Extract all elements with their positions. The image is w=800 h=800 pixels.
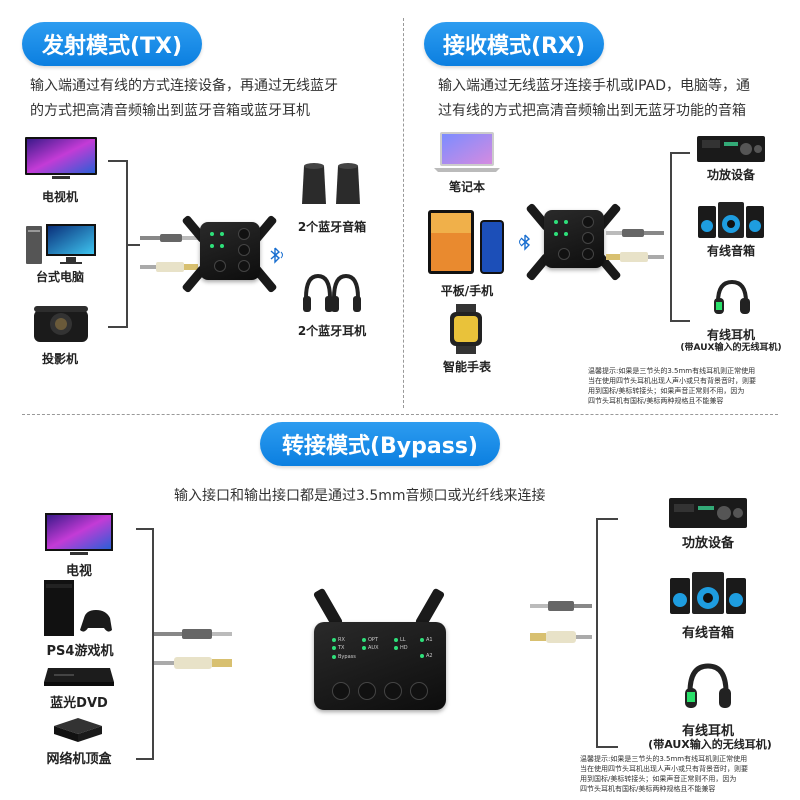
bypass-input-bracket [152, 528, 154, 760]
tv-image [24, 136, 98, 182]
projector-image [28, 304, 94, 346]
bluetooth-headphones-image [302, 272, 362, 316]
tx-bracket-mid [126, 244, 140, 246]
rx-output-bracket [670, 152, 672, 322]
ps4-image [40, 578, 116, 638]
device-label-rx: RX [338, 637, 345, 643]
section-divider-vertical [403, 18, 404, 408]
rx-output-label-amplifier: 功放设备 [706, 168, 755, 182]
rx-aux-cable-icon [606, 226, 666, 238]
bluray-dvd-image [42, 664, 116, 690]
rx-receiver-device [525, 202, 622, 282]
bypass-note-line1: 温馨提示:如果是三节头的3.5mm有线耳机则正常使用 [580, 755, 748, 763]
rx-note-line4: 四节头耳机有国标/美标两种规格且不能兼容 [588, 397, 724, 405]
aux-cable-icon [140, 231, 200, 243]
device-label-a2: A2 [426, 653, 433, 659]
bypass-output-label-headphones: 有线耳机 [681, 724, 734, 739]
desktop-pc-image [24, 222, 98, 266]
device-label-aux: AUX [368, 645, 379, 651]
rx-tip-note: 温馨提示:如果是三节头的3.5mm有线耳机则正常使用 当在使用四节头耳机出现人声… [588, 366, 788, 406]
device-label-bypass: Bypass [338, 654, 356, 660]
bypass-mode-title: 转接模式(Bypass) [260, 422, 500, 466]
bypass-input-label-stb: 网络机顶盒 [46, 752, 112, 767]
tx-bracket-top [108, 160, 128, 162]
rx-optical-cable-icon [606, 250, 666, 264]
rx-bluetooth-icon [514, 233, 534, 251]
rx-note-line3: 用到国标/美标转接头；如果声音正常则不用，因为 [588, 387, 745, 395]
rx-input-label-tablet: 平板/手机 [440, 284, 494, 298]
bluetooth-speakers-image [300, 160, 364, 208]
smartwatch-image [446, 304, 486, 354]
bypass-tip-note: 温馨提示:如果是三节头的3.5mm有线耳机则正常使用 当在使用四节头耳机出现人声… [580, 754, 790, 794]
rx-bracket-top [670, 152, 690, 154]
optical-cable-icon [140, 260, 200, 274]
tx-description: 输入端通过有线的方式连接设备，再通过无线蓝牙 的方式把高清音频输出到蓝牙音箱或蓝… [30, 74, 400, 124]
bypass-note-line2: 当在使用四节头耳机出现人声小或只有背景音时，则要 [580, 765, 748, 773]
device-label-hd: HD [400, 645, 408, 651]
bypass-out-bracket-top [596, 518, 618, 520]
amplifier-image [696, 134, 766, 164]
tx-desc-line2: 的方式把高清音频输出到蓝牙音箱或蓝牙耳机 [30, 103, 310, 119]
bluetooth-icon [266, 246, 286, 264]
bypass-input-label-ps4: PS4游戏机 [46, 644, 114, 659]
bypass-speakers-image [668, 570, 748, 616]
section-divider-horizontal [22, 414, 778, 415]
tablet-phone-image [426, 208, 508, 276]
device-button-2 [358, 682, 376, 700]
device-label-opt: OPT [368, 637, 379, 643]
tx-bracket-bottom [108, 326, 128, 328]
device-label-ll: LL [400, 637, 406, 643]
tx-input-label-tv: 电视机 [41, 190, 78, 204]
rx-output-label-speakers: 有线音箱 [706, 244, 755, 258]
bypass-input-label-dvd: 蓝光DVD [50, 696, 108, 711]
bypass-tv-image [44, 512, 114, 558]
rx-note-line1: 温馨提示:如果是三节头的3.5mm有线耳机则正常使用 [588, 367, 756, 375]
wired-headphones-image [712, 278, 752, 318]
rx-bracket-bottom [670, 320, 690, 322]
wired-speakers-image [696, 200, 766, 240]
rx-output-label-headphones: 有线耳机 [706, 328, 755, 342]
tx-mode-title: 发射模式(TX) [22, 22, 202, 66]
bypass-headphones-image [684, 662, 732, 714]
tx-desc-line1: 输入端通过有线的方式连接设备，再通过无线蓝牙 [30, 78, 338, 94]
device-button-3 [384, 682, 402, 700]
bypass-optical-cable-icon [154, 654, 234, 672]
laptop-image [432, 130, 502, 174]
bypass-note-line3: 用到国标/美标转接头；如果声音正常则不用，因为 [580, 775, 737, 783]
bypass-description: 输入接口和输出接口都是通过3.5mm音频口或光纤线来连接 [174, 488, 546, 504]
rx-input-label-watch: 智能手表 [442, 360, 491, 374]
set-top-box-image [50, 716, 106, 744]
tx-output-label-headphones: 2个蓝牙耳机 [297, 324, 367, 338]
bypass-note-line4: 四节头耳机有国标/美标两种规格且不能兼容 [580, 785, 716, 793]
rx-mode-title: 接收模式(RX) [424, 22, 604, 66]
bypass-headphone-sub-label: (带AUX输入的无线耳机) [648, 738, 772, 751]
bypass-output-optical-cable-icon [530, 628, 592, 646]
bypass-output-bracket [596, 518, 598, 748]
tx-transmitter-device [181, 214, 278, 294]
tx-input-label-projector: 投影机 [41, 352, 78, 366]
device-button-1 [332, 682, 350, 700]
rx-description: 输入端通过无线蓝牙连接手机或IPAD，电脑等，通 过有线的方式把高清音频输出到无… [438, 74, 788, 124]
bypass-output-label-speakers: 有线音箱 [681, 626, 734, 641]
bypass-input-label-tv: 电视 [65, 564, 92, 579]
device-label-tx: TX [338, 645, 345, 651]
bypass-out-bracket-bottom [596, 746, 618, 748]
bypass-aux-cable-icon [154, 626, 234, 642]
tx-output-label-speakers: 2个蓝牙音箱 [297, 220, 367, 234]
bypass-output-aux-cable-icon [530, 598, 592, 614]
bypass-bracket-bottom [136, 758, 154, 760]
rx-headphone-sub-label: (带AUX输入的无线耳机) [680, 343, 782, 353]
bypass-bracket-top [136, 528, 154, 530]
rx-note-line2: 当在使用四节头耳机出现人声小或只有背景音时，则要 [588, 377, 756, 385]
tx-input-label-pc: 台式电脑 [35, 270, 84, 284]
bypass-amplifier-image [668, 496, 748, 530]
device-button-4 [410, 682, 428, 700]
rx-input-label-laptop: 笔记本 [448, 180, 485, 194]
bypass-output-label-amplifier: 功放设备 [681, 536, 734, 551]
rx-desc-line1: 输入端通过无线蓝牙连接手机或IPAD，电脑等，通 [438, 78, 751, 94]
rx-desc-line2: 过有线的方式把高清音频输出到无蓝牙功能的音箱 [438, 103, 746, 119]
device-label-a1: A1 [426, 637, 433, 643]
bypass-device: RX TX Bypass OPT AUX LL HD A1 A2 [310, 587, 450, 714]
